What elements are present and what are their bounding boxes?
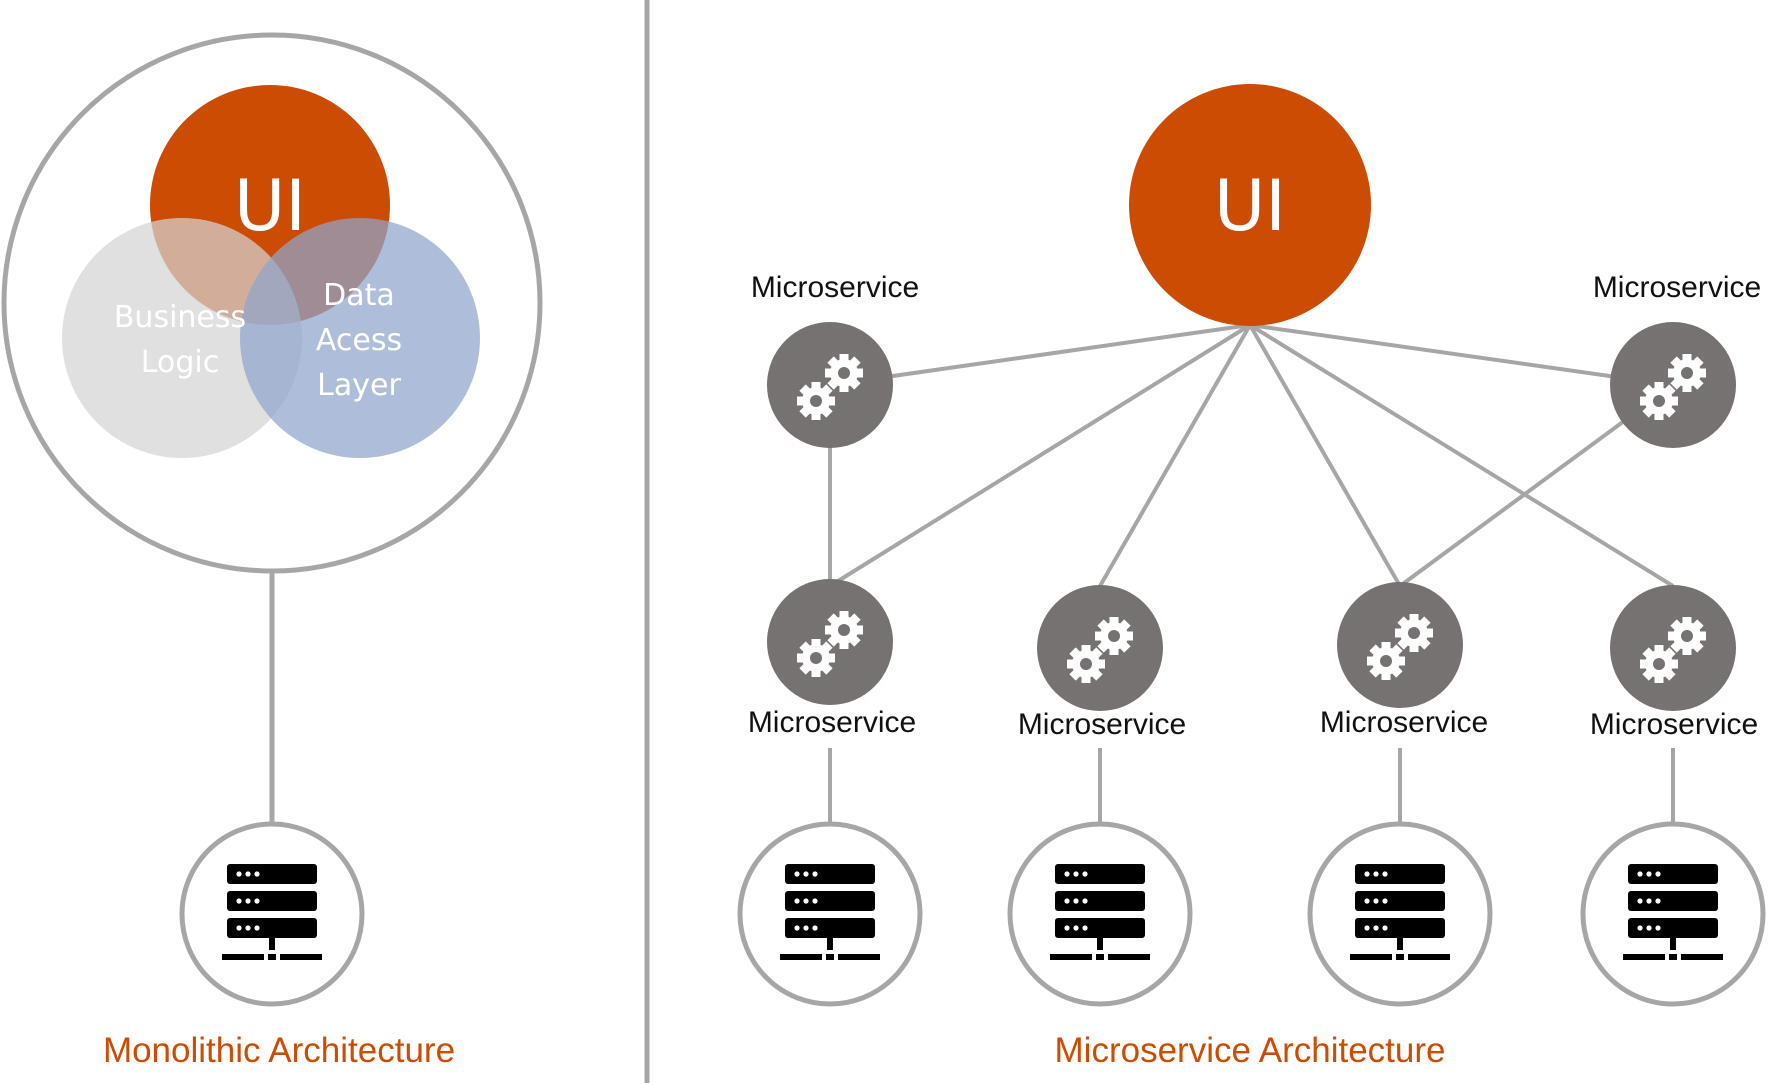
service-node-bottom-2: [1037, 585, 1163, 711]
venn-diagram: [62, 85, 480, 458]
service-node-bottom-3: [1337, 582, 1463, 708]
database-node-1: [737, 821, 923, 1007]
database-node-2: [1007, 821, 1193, 1007]
business-logic-circle: [62, 218, 302, 458]
service-label-top-left: Microservice: [751, 271, 919, 304]
monolith-caption: Monolithic Architecture: [103, 1031, 455, 1070]
data-access-label-line3: Layer: [317, 368, 401, 403]
database-node-3: [1307, 821, 1493, 1007]
service-node-bottom-1: [767, 579, 893, 705]
microservice-caption: Microservice Architecture: [1055, 1031, 1446, 1070]
microservice-ui-circle: [1129, 84, 1371, 326]
business-logic-label-line2: Logic: [141, 345, 219, 380]
service-label-bottom-4: Microservice: [1590, 708, 1758, 741]
data-access-label-line2: Acess: [316, 323, 402, 358]
business-logic-label-line1: Business: [114, 300, 246, 335]
data-access-label-line1: Data: [323, 278, 395, 313]
service-node-bottom-4: [1610, 585, 1736, 711]
service-label-bottom-2: Microservice: [1018, 708, 1186, 741]
data-access-circle: [240, 218, 480, 458]
service-node-top-left: [767, 322, 893, 448]
monolith-database-circle: [179, 821, 365, 1007]
service-node-top-right: [1610, 322, 1736, 448]
service-label-bottom-1: Microservice: [748, 706, 916, 739]
service-label-top-right: Microservice: [1593, 271, 1761, 304]
microservice-ui-label: UI: [1214, 165, 1286, 247]
database-node-4: [1580, 821, 1766, 1007]
service-label-bottom-3: Microservice: [1320, 706, 1488, 739]
service-connections: [828, 323, 1675, 822]
monolith-ui-label: UI: [234, 165, 306, 247]
